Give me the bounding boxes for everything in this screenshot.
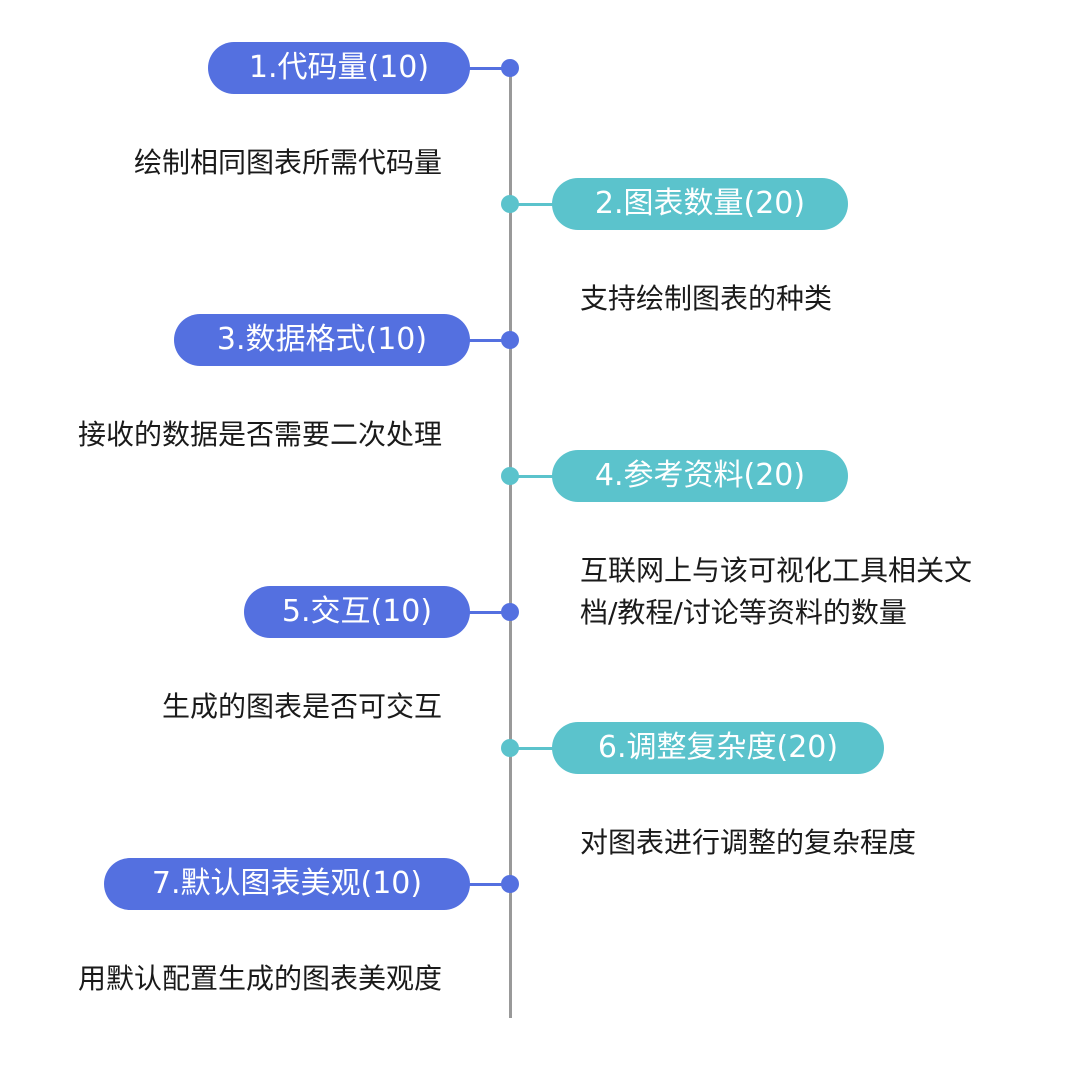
item-label-pill: 7.默认图表美观(10) bbox=[104, 858, 470, 910]
item-description: 互联网上与该可视化工具相关文档/教程/讨论等资料的数量 bbox=[580, 550, 972, 634]
description-line: 绘制相同图表所需代码量 bbox=[133, 146, 442, 179]
description-line: 接收的数据是否需要二次处理 bbox=[77, 418, 442, 451]
item-description: 绘制相同图表所需代码量 bbox=[134, 142, 442, 184]
item-connector bbox=[460, 883, 510, 886]
timeline-node bbox=[501, 467, 519, 485]
item-label-pill: 3.数据格式(10) bbox=[174, 314, 470, 366]
item-description: 对图表进行调整的复杂程度 bbox=[580, 822, 916, 864]
timeline-node bbox=[501, 603, 519, 621]
description-line: 支持绘制图表的种类 bbox=[580, 282, 833, 315]
item-description: 支持绘制图表的种类 bbox=[580, 278, 832, 320]
item-label-pill: 2.图表数量(20) bbox=[552, 178, 848, 230]
item-connector bbox=[460, 339, 510, 342]
description-line: 互联网上与该可视化工具相关文 bbox=[580, 554, 973, 587]
item-description: 生成的图表是否可交互 bbox=[162, 686, 442, 728]
item-connector bbox=[460, 67, 510, 70]
item-label-pill: 1.代码量(10) bbox=[208, 42, 470, 94]
timeline-node bbox=[501, 875, 519, 893]
item-label-pill: 4.参考资料(20) bbox=[552, 450, 848, 502]
description-line: 对图表进行调整的复杂程度 bbox=[580, 826, 917, 859]
timeline-axis bbox=[509, 68, 512, 1018]
description-line: 用默认配置生成的图表美观度 bbox=[77, 962, 442, 995]
timeline-node bbox=[501, 195, 519, 213]
item-connector bbox=[510, 747, 560, 750]
description-line: 档/教程/讨论等资料的数量 bbox=[580, 596, 907, 629]
item-description: 接收的数据是否需要二次处理 bbox=[78, 414, 442, 456]
timeline-node bbox=[501, 331, 519, 349]
item-label-pill: 6.调整复杂度(20) bbox=[552, 722, 884, 774]
item-connector bbox=[510, 203, 560, 206]
item-connector bbox=[510, 475, 560, 478]
item-connector bbox=[460, 611, 510, 614]
timeline-node bbox=[501, 59, 519, 77]
timeline-node bbox=[501, 739, 519, 757]
description-line: 生成的图表是否可交互 bbox=[161, 690, 442, 723]
item-label-pill: 5.交互(10) bbox=[244, 586, 470, 638]
item-description: 用默认配置生成的图表美观度 bbox=[78, 958, 442, 1000]
